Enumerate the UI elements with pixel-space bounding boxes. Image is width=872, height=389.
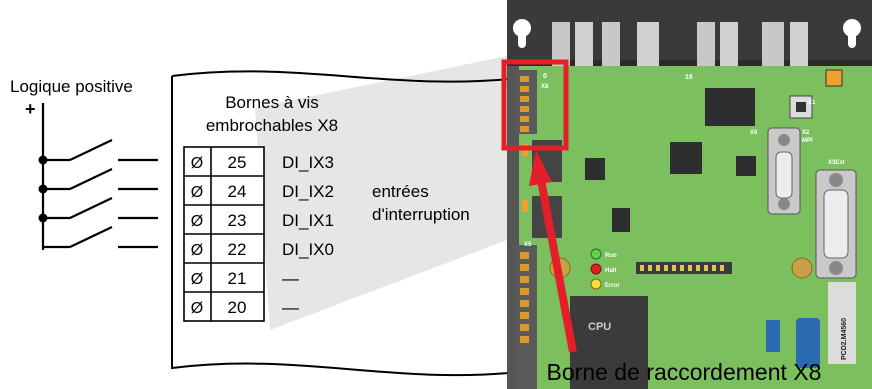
terminal-signal: DI_IX2 xyxy=(282,182,334,201)
projection-wedge xyxy=(255,56,507,330)
x3ext-label: X3Ext xyxy=(828,160,845,166)
model-label: PCD2.M4560 xyxy=(841,318,848,360)
interrupt-label-line1: entrées xyxy=(372,182,429,201)
terminal-number: 21 xyxy=(228,269,247,288)
terminal-number: 25 xyxy=(228,153,247,172)
terminal-sheet-outline xyxy=(171,70,521,377)
terminal-row: Ø 25 DI_IX3 xyxy=(191,153,334,172)
led-error-label: Error xyxy=(605,283,620,289)
terminal-number: 23 xyxy=(228,211,247,230)
callout-caption: Borne de raccordement X8 xyxy=(547,359,822,385)
board-label-16: 16 xyxy=(685,74,693,81)
cpu-label: CPU xyxy=(588,321,611,333)
x1-label: X1 xyxy=(808,100,816,106)
terminal-row: Ø 20 — xyxy=(191,298,299,317)
plus-sign: + xyxy=(25,99,36,119)
x2-label: X2 xyxy=(802,130,810,136)
terminal-signal: DI_IX1 xyxy=(282,211,334,230)
x8-connector-label: X8 xyxy=(541,84,549,90)
screw-icon: Ø xyxy=(191,242,203,259)
terminal-number: 22 xyxy=(228,240,247,259)
terminal-signal: — xyxy=(282,269,299,288)
x8-highlight-box xyxy=(501,59,569,151)
terminal-number: 20 xyxy=(228,298,247,317)
terminal-row: Ø 23 DI_IX1 xyxy=(191,211,334,230)
x8-connector-pin-label: 0 xyxy=(543,73,547,80)
terminal-signal: — xyxy=(282,298,299,317)
junction-dots xyxy=(38,155,48,223)
terminal-block xyxy=(183,146,265,322)
screw-icon: Ø xyxy=(191,213,203,230)
led-halt-label: Halt xyxy=(605,268,616,274)
terminal-header-line1: Bornes à vis xyxy=(225,93,319,112)
terminal-number: 24 xyxy=(228,182,247,201)
screw-icon: Ø xyxy=(191,300,203,317)
screw-icon: Ø xyxy=(191,271,203,288)
mpi-label: MPI xyxy=(802,138,813,144)
terminal-header-line2: embrochables X8 xyxy=(206,116,338,135)
screw-icon: Ø xyxy=(191,155,203,172)
interrupt-label-line2: d'interruption xyxy=(372,205,470,224)
x5-label: X5 xyxy=(524,242,532,248)
pcd-board xyxy=(507,0,872,389)
terminal-row: Ø 21 — xyxy=(191,269,299,288)
terminal-row: Ø 24 DI_IX2 xyxy=(191,182,334,201)
terminal-signal: DI_IX0 xyxy=(282,240,334,259)
callout-arrow xyxy=(529,150,577,353)
polarity-label: Logique positive xyxy=(10,77,133,96)
led-run-label: Run xyxy=(605,253,617,259)
x9-label: X9 xyxy=(750,130,758,136)
terminal-row: Ø 22 DI_IX0 xyxy=(191,240,334,259)
terminal-signal: DI_IX3 xyxy=(282,153,334,172)
screw-icon: Ø xyxy=(191,184,203,201)
input-switches xyxy=(41,103,158,250)
